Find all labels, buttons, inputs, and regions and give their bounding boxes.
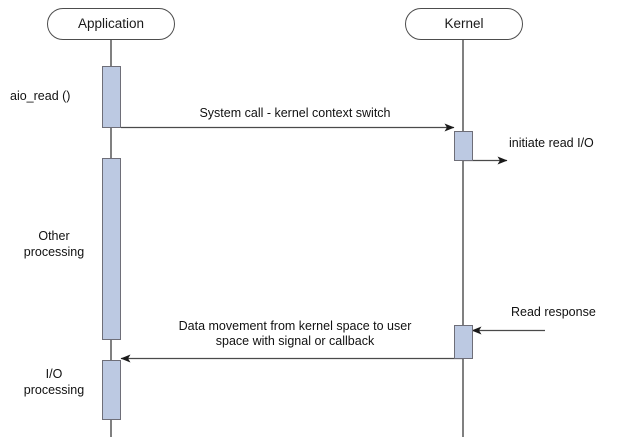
label-system-call-line-1: System call - kernel context switch	[199, 106, 391, 120]
label-aio-read-line-1: aio_read ()	[10, 89, 71, 103]
label-other-processing-line-2: processing	[23, 245, 85, 259]
label-read-response: Read response	[511, 305, 596, 320]
label-other-processing: Other processing	[10, 228, 98, 260]
actor-application-label: Application	[77, 16, 145, 32]
activation-kernel-system-call[interactable]	[454, 131, 473, 161]
label-data-movement: Data movement from kernel space to user …	[132, 319, 458, 349]
activation-kernel-read-response[interactable]	[454, 325, 473, 359]
label-data-movement-line-2: space with signal or callback	[215, 334, 375, 348]
label-initiate-read-io-line-1: initiate read I/O	[509, 136, 594, 150]
label-read-response-line-1: Read response	[511, 305, 596, 319]
label-io-processing: I/O processing	[10, 366, 98, 398]
actor-kernel-label: Kernel	[444, 16, 484, 32]
actor-kernel[interactable]: Kernel	[405, 8, 523, 40]
label-other-processing-line-1: Other	[38, 229, 70, 243]
label-initiate-read-io: initiate read I/O	[509, 136, 594, 151]
activation-application-other-processing[interactable]	[102, 158, 121, 340]
label-io-processing-line-2: processing	[23, 383, 85, 397]
activation-application-io-processing[interactable]	[102, 360, 121, 420]
label-system-call: System call - kernel context switch	[135, 106, 455, 121]
actor-application[interactable]: Application	[47, 8, 175, 40]
label-aio-read: aio_read ()	[10, 88, 102, 104]
activation-application-aio-read[interactable]	[102, 66, 121, 128]
label-data-movement-line-1: Data movement from kernel space to user	[178, 319, 412, 333]
label-io-processing-line-1: I/O	[45, 367, 63, 381]
